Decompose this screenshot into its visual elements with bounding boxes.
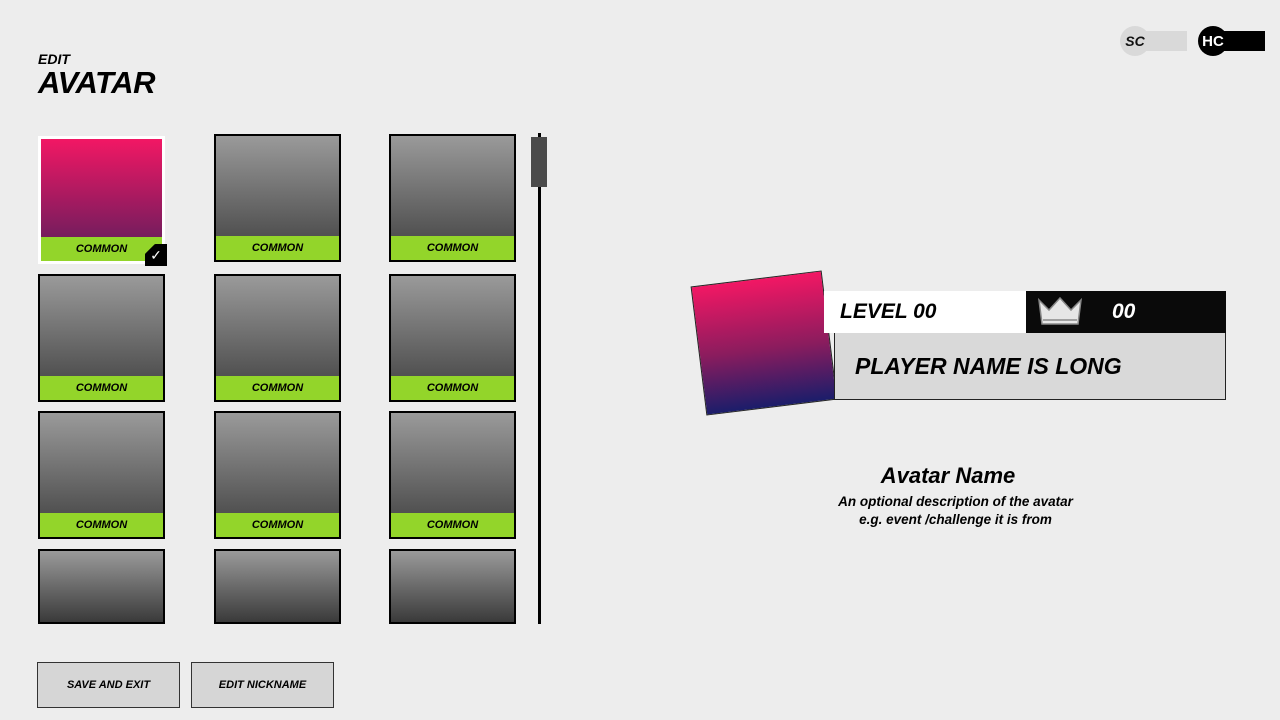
avatar-tile[interactable]: COMMON (214, 134, 341, 262)
avatar-tile[interactable]: COMMON (389, 274, 516, 402)
soft-currency-toggle[interactable]: SC (1120, 26, 1187, 56)
avatar-tile-selected[interactable]: COMMON ✓ (38, 136, 167, 266)
rarity-label: COMMON (40, 376, 163, 400)
page-subtitle: EDIT (38, 51, 70, 67)
avatar-tile[interactable] (389, 549, 516, 624)
checkmark-icon: ✓ (145, 244, 167, 266)
avatar-tile[interactable]: COMMON (389, 411, 516, 539)
avatar-tile[interactable]: COMMON (214, 274, 341, 402)
avatar-name: Avatar Name (880, 463, 1016, 488)
page-title: AVATAR (38, 65, 155, 100)
avatar-tile[interactable]: COMMON (38, 411, 165, 539)
scrollbar-track[interactable] (538, 133, 541, 624)
hard-currency-label: HC (1198, 26, 1228, 56)
crown-count-box: 00 (1026, 291, 1226, 333)
player-name: PLAYER NAME IS LONG (834, 333, 1226, 400)
crown-count: 00 (1112, 300, 1136, 323)
avatar-tile[interactable] (38, 549, 165, 624)
player-level: LEVEL 00 (824, 291, 1027, 333)
scrollbar-thumb[interactable] (531, 137, 547, 187)
avatar-tile[interactable]: COMMON (389, 134, 516, 262)
edit-nickname-button[interactable]: EDIT NICKNAME (191, 662, 334, 708)
avatar-description: An optional description of the avatar e.… (818, 493, 1093, 529)
rarity-label: COMMON (216, 376, 339, 400)
rarity-label: COMMON (391, 376, 514, 400)
avatar-description-line: An optional description of the avatar (838, 494, 1073, 509)
avatar-tile[interactable]: COMMON (214, 411, 341, 539)
rarity-label: COMMON (40, 513, 163, 537)
soft-currency-label: SC (1120, 26, 1150, 56)
rarity-label: COMMON (216, 236, 339, 260)
player-avatar (690, 270, 838, 416)
avatar-tile[interactable]: COMMON (38, 274, 165, 402)
avatar-tile[interactable] (214, 549, 341, 624)
avatar-description-line: e.g. event /challenge it is from (859, 512, 1052, 527)
rarity-label: COMMON (391, 236, 514, 260)
rarity-label: COMMON (391, 513, 514, 537)
rarity-label: COMMON (41, 237, 162, 261)
save-and-exit-button[interactable]: SAVE AND EXIT (37, 662, 180, 708)
crown-icon (1037, 296, 1083, 325)
hard-currency-toggle[interactable]: HC (1198, 26, 1265, 56)
rarity-label: COMMON (216, 513, 339, 537)
